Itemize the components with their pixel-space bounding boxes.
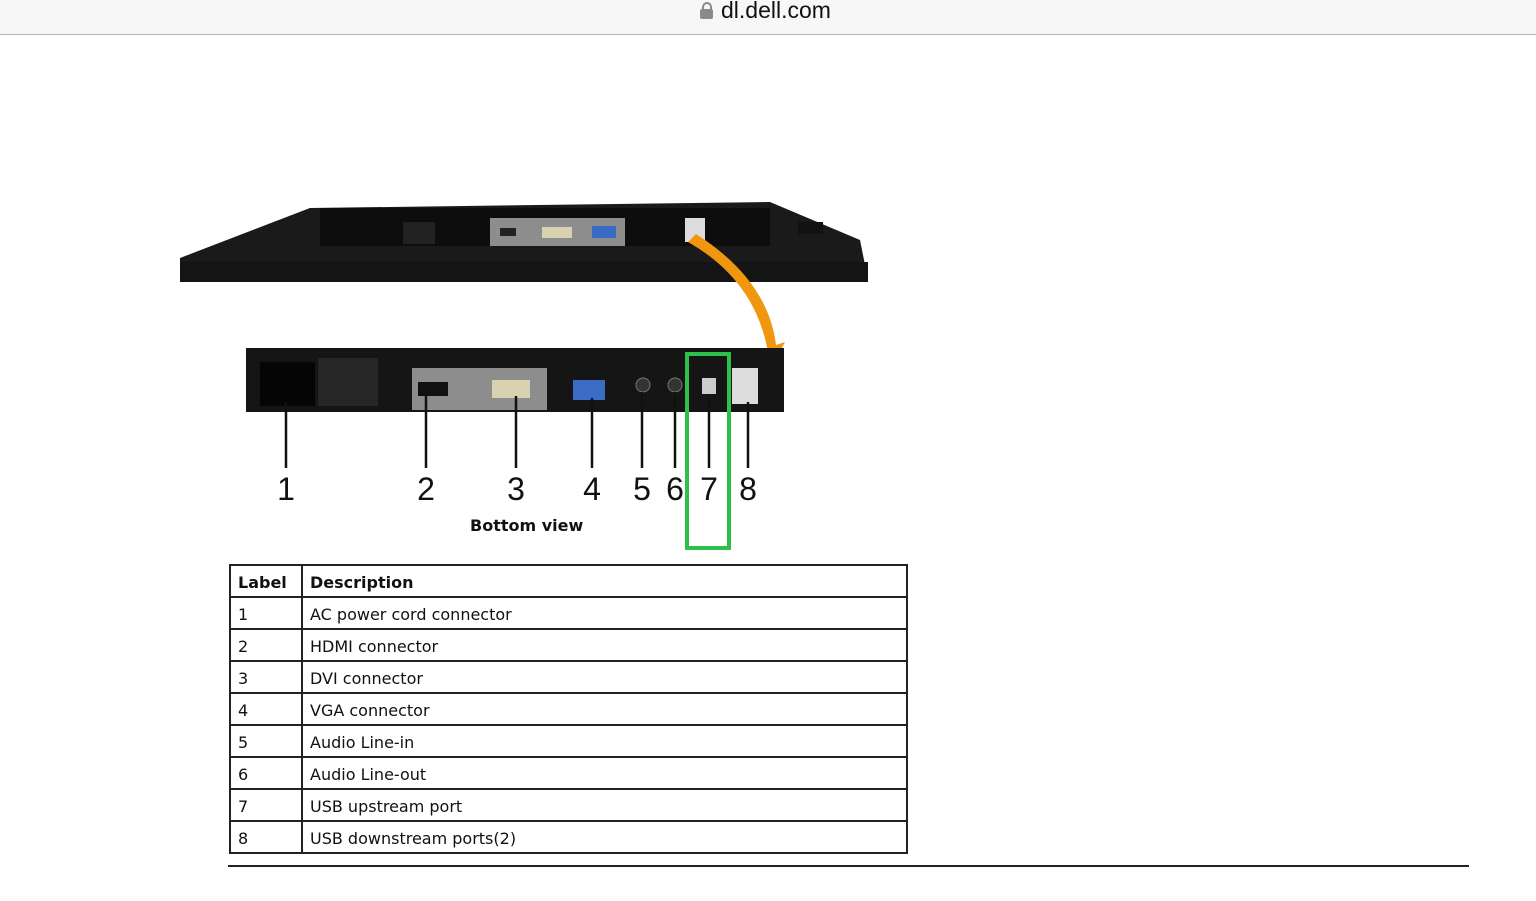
row-label: 7 xyxy=(229,788,303,822)
url-display[interactable]: dl.dell.com xyxy=(700,0,831,24)
row-description: USB downstream ports(2) xyxy=(301,820,908,854)
row-label: 8 xyxy=(229,820,303,854)
figure-caption: Bottom view xyxy=(470,516,584,535)
row-description: VGA connector xyxy=(301,692,908,726)
lock-icon xyxy=(700,1,713,20)
highlight-box xyxy=(685,352,731,550)
callout-3: 3 xyxy=(507,471,525,507)
callout-2: 2 xyxy=(417,471,435,507)
header-description: Description xyxy=(301,564,908,598)
callout-4: 4 xyxy=(583,471,601,507)
table-header-row: Label Description xyxy=(229,564,908,598)
row-label: 5 xyxy=(229,724,303,758)
row-label: 1 xyxy=(229,596,303,630)
monitor-image xyxy=(180,202,868,282)
callout-5: 5 xyxy=(633,471,651,507)
row-description: DVI connector xyxy=(301,660,908,694)
callout-7: 7 xyxy=(700,471,718,507)
row-description: AC power cord connector xyxy=(301,596,908,630)
row-description: Audio Line-out xyxy=(301,756,908,790)
url-text: dl.dell.com xyxy=(721,0,831,23)
callout-6: 6 xyxy=(666,471,684,507)
browser-address-bar[interactable]: dl.dell.com xyxy=(0,0,1536,35)
callout-lines xyxy=(284,392,750,468)
row-description: USB upstream port xyxy=(301,788,908,822)
row-label: 4 xyxy=(229,692,303,726)
row-label: 2 xyxy=(229,628,303,662)
row-description: HDMI connector xyxy=(301,628,908,662)
row-label: 3 xyxy=(229,660,303,694)
row-label: 6 xyxy=(229,756,303,790)
callout-8: 8 xyxy=(739,471,757,507)
horizontal-rule xyxy=(228,865,1469,867)
row-description: Audio Line-in xyxy=(301,724,908,758)
header-label: Label xyxy=(229,564,303,598)
callout-1: 1 xyxy=(277,471,295,507)
monitor-bottom-view-diagram: 1 2 3 4 5 6 7 8 xyxy=(180,202,868,550)
